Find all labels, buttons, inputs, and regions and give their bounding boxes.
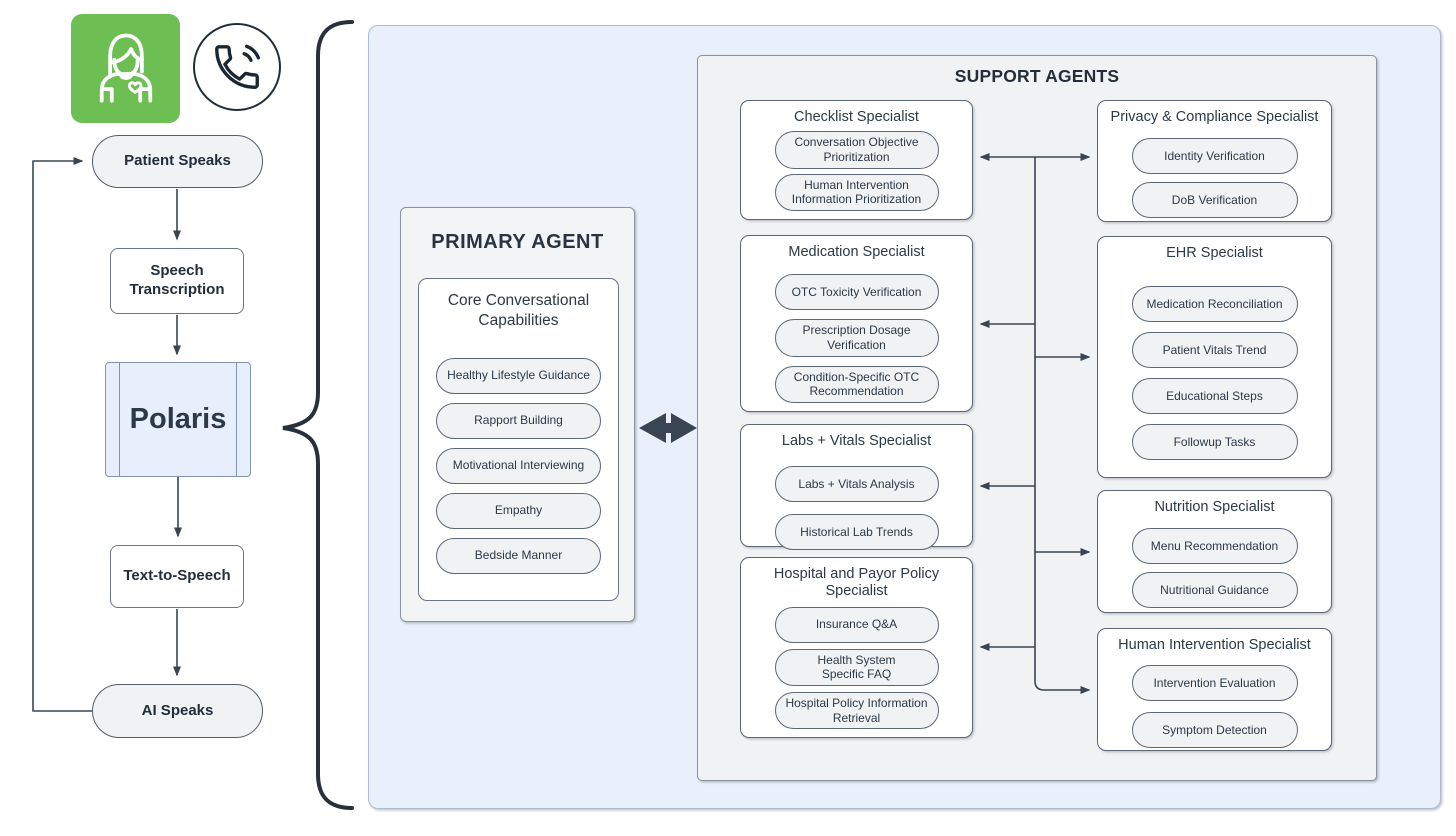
skill-pill: Symptom Detection [1131, 712, 1298, 749]
skill-pill: Patient Vitals Trend [1131, 332, 1298, 369]
skill-pill: Insurance Q&A [774, 606, 939, 643]
specialist-nutrition: Nutrition Specialist Menu Recommendation… [1097, 490, 1332, 613]
flow-node-patient-speaks: Patient Speaks [92, 135, 263, 188]
primary-agent-box: PRIMARY AGENT Core Conversational Capabi… [400, 207, 635, 622]
specialist-privacy-compliance: Privacy & Compliance Specialist Identity… [1097, 100, 1332, 222]
specialist-title: Human Intervention Specialist [1118, 637, 1311, 653]
capability-pill: Empathy [436, 492, 601, 529]
specialist-title: Medication Specialist [788, 244, 925, 260]
flow-label: Speech Transcription [129, 262, 225, 298]
core-capabilities-title: Core Conversational Capabilities [447, 292, 590, 329]
capability-pill: Motivational Interviewing [436, 447, 601, 484]
skill-pill: Educational Steps [1131, 378, 1298, 415]
skill-pill: Menu Recommendation [1131, 528, 1298, 565]
core-capabilities-box: Core Conversational Capabilities Healthy… [418, 278, 619, 601]
skill-pill: Conversation Objective Prioritization [774, 131, 939, 169]
skill-pill: Medication Reconciliation [1131, 286, 1298, 323]
caregiver-icon [71, 14, 180, 123]
phone-icon [193, 23, 281, 111]
curly-brace [282, 20, 354, 810]
flow-node-ai-speaks: AI Speaks [92, 684, 263, 738]
flow-label: Text-to-Speech [123, 567, 231, 585]
skill-pill: OTC Toxicity Verification [774, 274, 939, 311]
specialist-title: Checklist Specialist [794, 109, 919, 125]
phone-icon-art [215, 44, 261, 89]
skill-pill: Health System Specific FAQ [774, 648, 939, 687]
skill-pill: Hospital Policy Information Retrieval [774, 692, 939, 730]
flow-node-polaris: Polaris [105, 362, 251, 477]
skill-pill: Nutritional Guidance [1131, 572, 1298, 609]
polaris-label: Polaris [129, 403, 227, 436]
skill-pill: Condition-Specific OTC Recommendation [774, 365, 939, 403]
polaris-left-bar [119, 363, 121, 476]
flow-label: Patient Speaks [124, 152, 231, 170]
feedback-loop-line [32, 157, 92, 712]
skill-pill: DoB Verification [1131, 182, 1298, 219]
capability-pill: Healthy Lifestyle Guidance [436, 357, 601, 394]
specialist-title: Nutrition Specialist [1154, 499, 1275, 515]
specialist-checklist: Checklist Specialist Conversation Object… [740, 100, 973, 220]
capability-pill: Rapport Building [436, 402, 601, 439]
flow-label: AI Speaks [141, 701, 214, 719]
specialist-title: Hospital and Payor Policy Specialist [773, 566, 940, 600]
specialist-human-intervention: Human Intervention Specialist Interventi… [1097, 628, 1332, 751]
polaris-right-bar [235, 363, 237, 476]
primary-agent-title: PRIMARY AGENT [431, 231, 604, 253]
capability-pill: Bedside Manner [436, 537, 601, 574]
flow-node-text-to-speech: Text-to-Speech [110, 545, 244, 608]
flow-node-speech-transcription: Speech Transcription [110, 248, 244, 314]
skill-pill: Historical Lab Trends [774, 514, 939, 551]
caregiver-icon-art [99, 33, 152, 103]
specialist-title: Labs + Vitals Specialist [781, 433, 932, 449]
support-agents-title: SUPPORT AGENTS [954, 66, 1120, 86]
specialist-medication: Medication Specialist OTC Toxicity Verif… [740, 235, 973, 412]
specialist-ehr: EHR Specialist Medication Reconciliation… [1097, 236, 1332, 478]
skill-pill: Identity Verification [1131, 138, 1298, 175]
specialist-labs-vitals: Labs + Vitals Specialist Labs + Vitals A… [740, 424, 973, 551]
skill-pill: Followup Tasks [1131, 424, 1298, 461]
specialist-title: Privacy & Compliance Specialist [1110, 109, 1319, 125]
skill-pill: Labs + Vitals Analysis [774, 466, 939, 503]
skill-pill: Human Intervention Information Prioritiz… [774, 173, 939, 211]
skill-pill: Prescription Dosage Verification [774, 319, 939, 357]
specialist-title: EHR Specialist [1166, 245, 1263, 261]
specialist-hospital-payor-policy: Hospital and Payor Policy Specialist Ins… [740, 557, 973, 738]
skill-pill: Intervention Evaluation [1131, 665, 1298, 702]
